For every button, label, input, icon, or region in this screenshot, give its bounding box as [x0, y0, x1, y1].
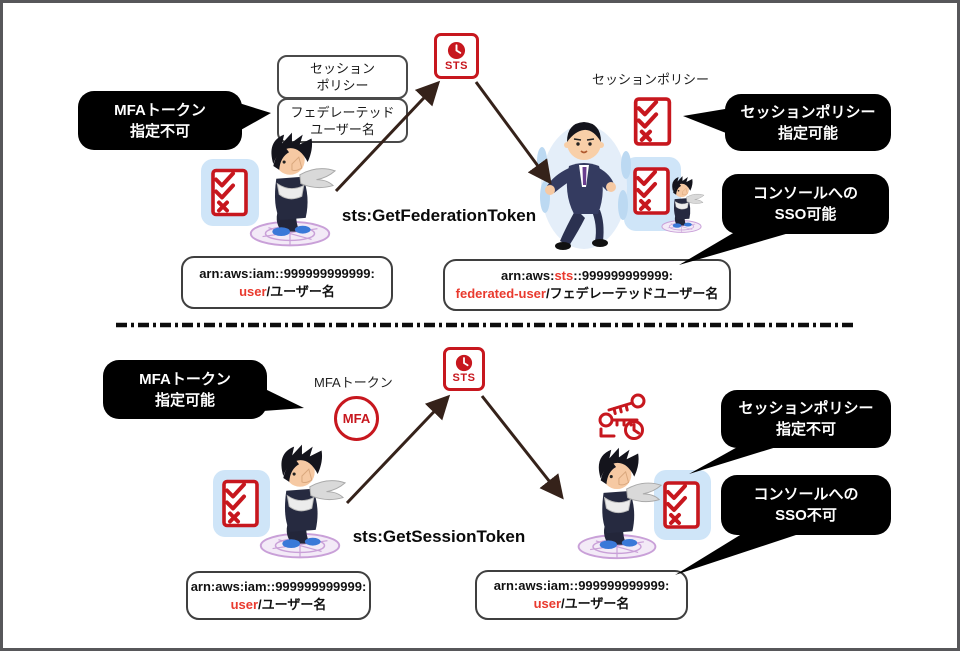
arn-line2: user/ユーザー名 [534, 595, 630, 613]
callout-line: セッションポリシー [738, 400, 874, 417]
callout-line: SSO可能 [774, 206, 837, 223]
callout-line: コンソールへの [753, 486, 859, 503]
response-arrow [480, 395, 564, 500]
callout-line: 指定可能 [154, 391, 215, 409]
sts-icon-label: STS [445, 59, 468, 72]
iam-user-character [569, 444, 665, 561]
mfa-not-allowed-callout: MFAトークン 指定不可 [78, 91, 242, 150]
callout-line: 指定不可 [775, 421, 836, 438]
session-policy-not-allowed-callout: セッションポリシー 指定不可 [721, 390, 891, 448]
arn-red-part: user [230, 596, 259, 612]
arn-line1: arn:aws:sts::999999999999: [501, 267, 673, 285]
iam-user-character [241, 129, 339, 248]
mfa-token-icon: MFA [334, 396, 379, 441]
callout-line: セッションポリシー [740, 103, 876, 121]
arn-rest-part: /ユーザー名 [266, 283, 335, 299]
mfa-allowed-callout: MFAトークン 指定可能 [103, 360, 267, 419]
arn-line1: arn:aws:iam::999999999999: [190, 578, 367, 594]
arn-red-part: user [239, 283, 267, 299]
console-sso-allowed-callout: コンソールへの SSO可能 [722, 174, 889, 234]
callout-tail [689, 445, 783, 474]
callout-line: MFAトークン [139, 370, 231, 388]
clock-icon [455, 354, 473, 372]
arn-line2: user/ユーザー名 [231, 596, 327, 614]
policy-checklist-icon [662, 479, 700, 531]
session-policy-param-box: セッション ポリシー [277, 55, 408, 99]
arn-rest-part: /ユーザー名 [561, 596, 630, 611]
console-sso-not-allowed-callout: コンソールへの SSO不可 [721, 475, 891, 535]
clock-icon [447, 41, 466, 60]
callout-tail [263, 388, 304, 411]
arn-line2: federated-user/フェデレーテッドユーザー名 [456, 285, 719, 303]
arn-red-part: user [533, 596, 562, 611]
callout-tail [683, 108, 731, 135]
sts-icon-label: STS [452, 372, 476, 384]
mfa-token-label: MFAトークン [314, 375, 393, 390]
temporary-credentials-keys-icon [596, 391, 648, 441]
api-call-label: sts:GetSessionToken [352, 527, 526, 546]
arn-line1: arn:aws:iam::999999999999: [493, 578, 670, 593]
source-arn-box: arn:aws:iam::999999999999: user/ユーザー名 [181, 256, 393, 309]
arn-pre: arn:aws: [500, 268, 555, 283]
result-arn-box: arn:aws:iam::999999999999: user/ユーザー名 [475, 570, 688, 620]
arn-line2: user/ユーザー名 [239, 283, 335, 301]
sts-service-icon: STS [434, 33, 479, 79]
arn-red-part: federated-user [455, 286, 546, 301]
arn-rest-part: /ユーザー名 [258, 596, 327, 612]
callout-line: 指定可能 [777, 124, 838, 142]
arn-rest-part: /フェデレーテッドユーザー名 [545, 286, 719, 301]
box-line: ポリシー [316, 78, 369, 93]
box-line: フェデレーテッド [290, 104, 395, 120]
source-arn-box: arn:aws:iam::999999999999: user/ユーザー名 [186, 571, 371, 620]
callout-line: SSO不可 [775, 507, 837, 524]
result-arn-box: arn:aws:sts::999999999999: federated-use… [443, 259, 731, 311]
iam-user-character-small [657, 174, 706, 234]
callout-line: MFAトークン [114, 101, 206, 119]
session-policy-label: セッションポリシー [592, 72, 710, 87]
session-policy-checklist-icon [630, 97, 674, 146]
box-line: セッション [309, 61, 375, 76]
iam-user-character [251, 441, 349, 560]
arn-post: ::999999999999: [573, 268, 673, 283]
federated-user-character [536, 113, 632, 255]
callout-line: コンソールへの [752, 185, 858, 202]
sts-service-icon: STS [443, 347, 485, 391]
arn-line1: arn:aws:iam::999999999999: [199, 265, 375, 281]
api-call-label: sts:GetFederationToken [341, 206, 537, 225]
callout-line: 指定不可 [129, 122, 190, 140]
session-policy-allowed-callout: セッションポリシー 指定可能 [725, 94, 891, 151]
arn-red-part: sts [554, 268, 574, 283]
callout-tail [239, 103, 271, 131]
